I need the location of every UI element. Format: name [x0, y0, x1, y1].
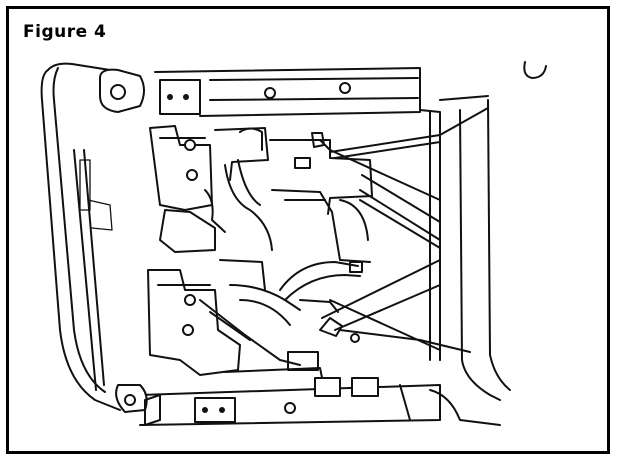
figure-label: Figure 4	[23, 22, 107, 42]
hook-top-right	[523, 61, 547, 79]
lower-cable-bundle	[229, 261, 361, 326]
upper-actuator-assembly	[149, 125, 273, 253]
hinge-bracket-bottom	[115, 384, 236, 426]
top-cross-member	[154, 67, 421, 117]
lower-right-links	[319, 259, 471, 361]
hinge-bracket-top	[99, 68, 201, 115]
left-side-frame	[40, 62, 121, 411]
center-motor-block	[269, 139, 373, 263]
bottom-cross-member	[139, 367, 501, 426]
lower-actuator-assembly	[147, 259, 319, 376]
right-side-frame	[459, 99, 511, 401]
